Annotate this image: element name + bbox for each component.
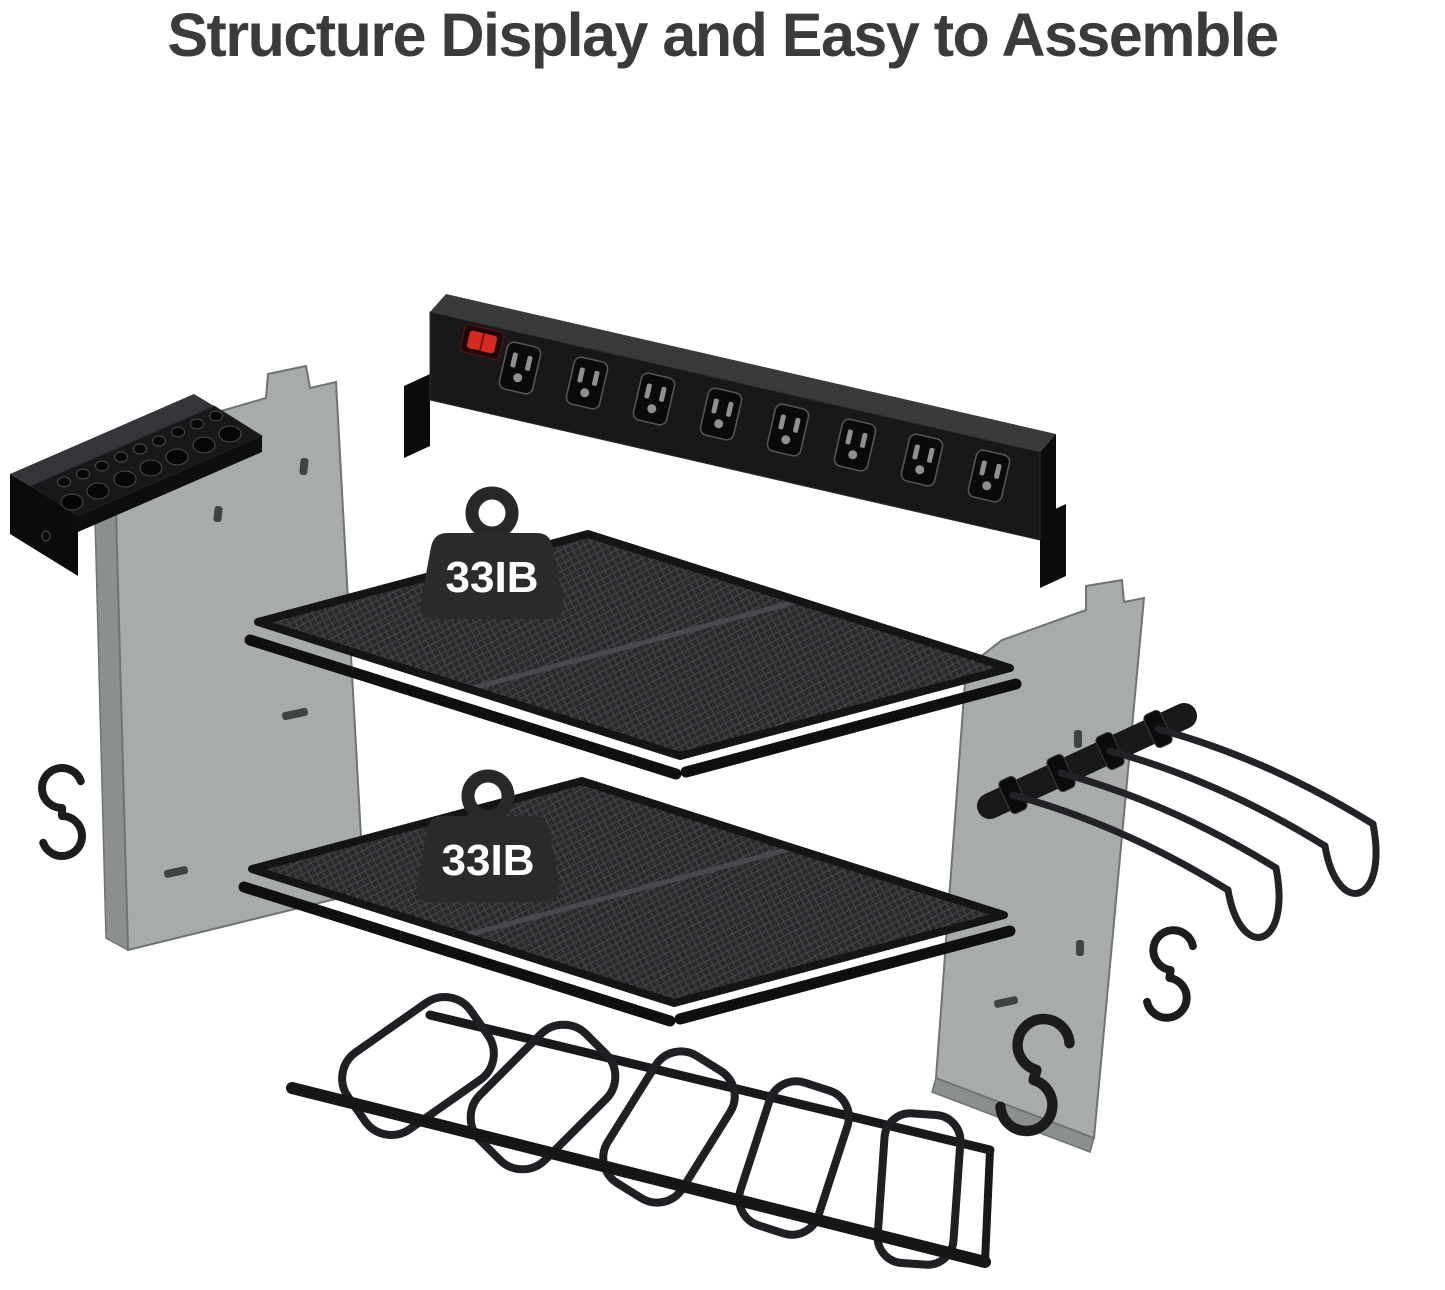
upper-shelf-brace <box>468 598 800 692</box>
weight-label-lower: 33IB <box>442 836 535 885</box>
wire-hook <box>1106 747 1329 850</box>
tool-holder-rack <box>286 993 995 1269</box>
right-side-panel <box>931 578 1146 1153</box>
rack-back-rail <box>425 1010 995 1155</box>
lower-shelf-side-rail <box>674 925 1016 1025</box>
bit-holder-front-hole <box>41 530 51 542</box>
left-side-panel <box>94 364 366 952</box>
weight-handle-icon <box>465 486 519 540</box>
hook-rail <box>977 703 1380 941</box>
wire-hook-loop <box>1321 820 1380 897</box>
weight-label-upper: 33IB <box>446 553 539 602</box>
power-strip <box>404 294 1066 588</box>
weight-icon-lower: 33IB <box>416 769 560 902</box>
power-strip-end-cap <box>1040 434 1056 540</box>
left-panel-slots <box>163 457 309 878</box>
wire-hook <box>1057 769 1280 872</box>
tool-loop <box>599 1047 739 1207</box>
s-hook-left <box>42 768 82 856</box>
tool-loop <box>466 1020 620 1174</box>
lower-shelf-brace <box>462 845 794 939</box>
rack-end-bar <box>981 1146 994 1266</box>
weight-handle-icon <box>461 769 515 823</box>
s-hook-right <box>1144 928 1196 1021</box>
wire-hook-loop <box>1224 864 1283 941</box>
power-strip-top-face <box>430 294 1056 452</box>
weight-body <box>416 816 560 902</box>
bit-holder-front-face <box>10 474 78 576</box>
wire-hook <box>1009 791 1232 894</box>
upper-mesh-shelf <box>244 530 1022 780</box>
bit-holder-holes-small <box>57 410 223 488</box>
weight-icon-upper: 33IB <box>420 486 564 619</box>
bit-holder-holes-large <box>60 425 242 511</box>
wire-hook <box>1154 725 1377 828</box>
weight-body <box>420 533 564 619</box>
lower-shelf-front-rail <box>238 881 676 1027</box>
right-side-panel-sheet <box>934 578 1146 1140</box>
power-strip-bracket-left <box>404 374 430 458</box>
drill-bit-holder <box>10 394 264 576</box>
power-switch <box>459 323 505 361</box>
upper-shelf-side-rail <box>680 678 1022 778</box>
page-title: Structure Display and Easy to Assemble <box>167 1 1279 69</box>
tool-loop <box>735 1077 853 1239</box>
right-panel-slots <box>993 730 1084 1008</box>
bit-holder-back-lip <box>10 394 214 486</box>
upper-shelf-front-rail <box>244 634 682 780</box>
bit-holder-front-lip <box>78 436 262 532</box>
tool-loop <box>873 1109 965 1269</box>
rack-front-rail <box>286 1082 991 1268</box>
